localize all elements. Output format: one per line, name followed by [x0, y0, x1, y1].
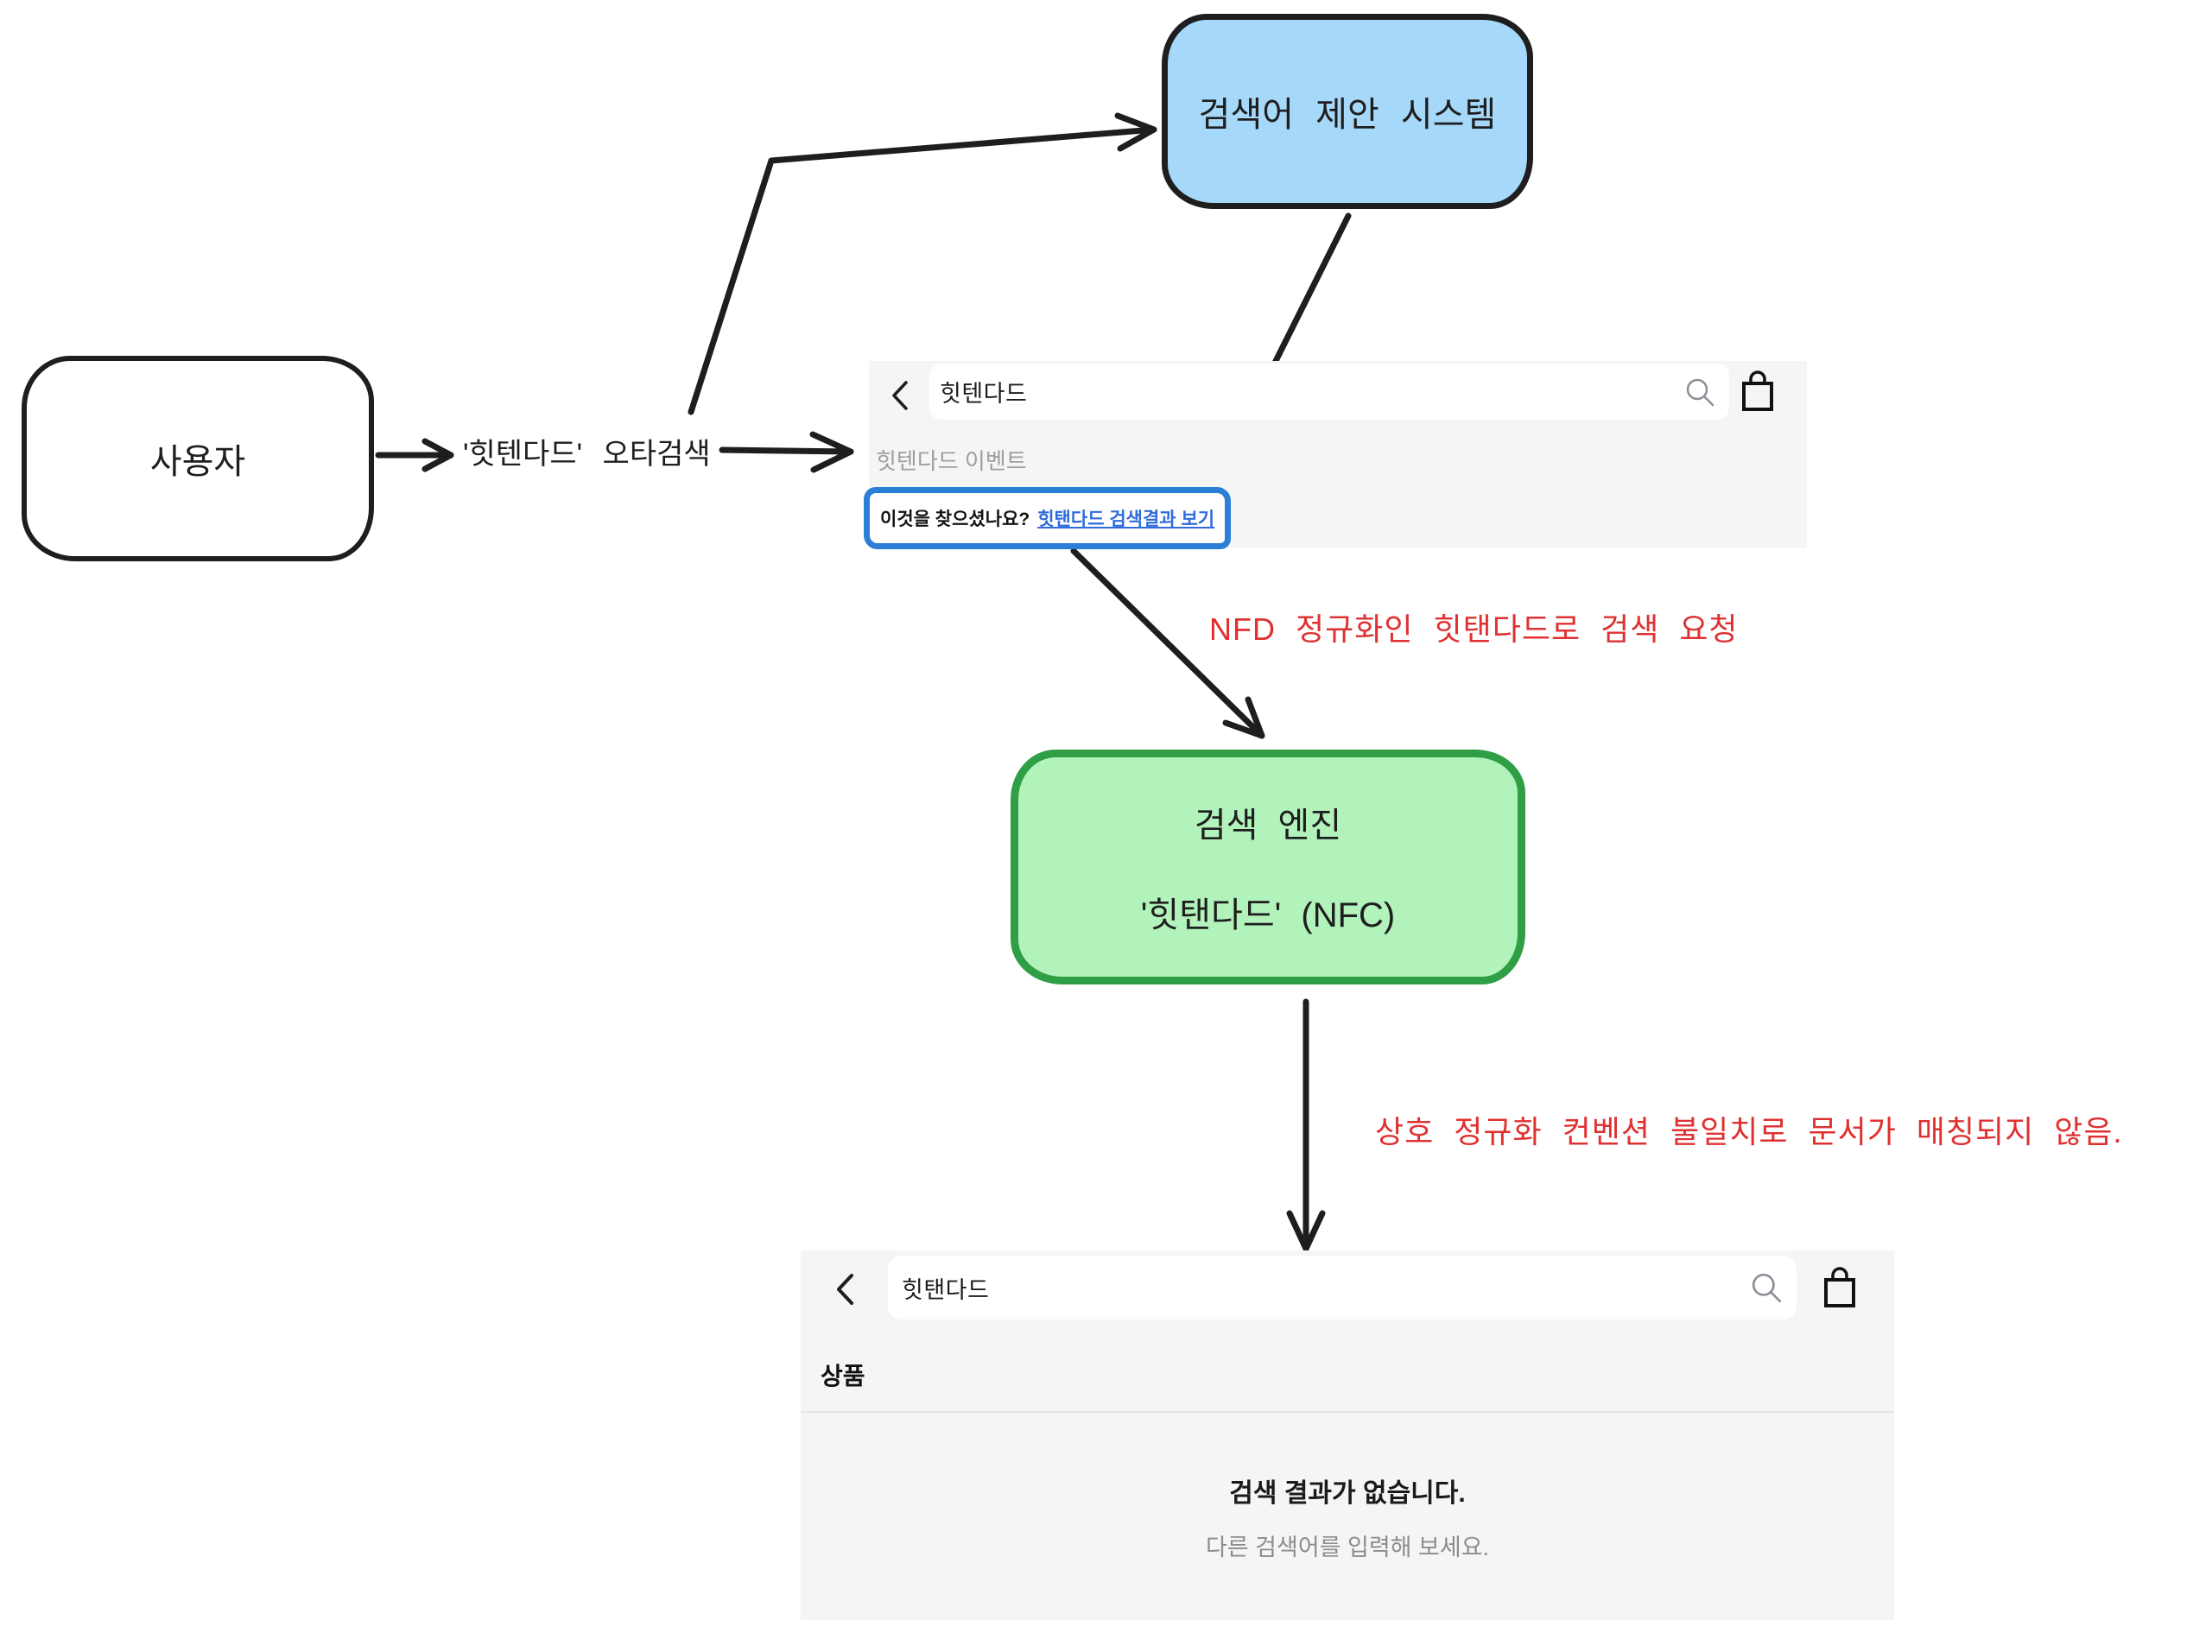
mismatch-note: 상호 정규화 컨벤션 불일치로 문서가 매칭되지 않음.	[1375, 1114, 2123, 1149]
did-you-mean-link[interactable]: 힛탠다드 검색결과 보기	[1037, 510, 1215, 529]
back-chevron-icon[interactable]	[831, 1271, 859, 1307]
search-input[interactable]: 힛텐다드	[929, 364, 1729, 420]
nfd-request-note: NFD 정규화인 힛탠다드로 검색 요청	[1209, 611, 1739, 647]
empty-results-subtitle: 다른 검색어를 입력해 보세요.	[1205, 1534, 1490, 1560]
search-engine-node: 검색 엔진 '힛탠다드' (NFC)	[1011, 750, 1525, 984]
suggestion-system-label: 검색어 제안 시스템	[1198, 96, 1497, 134]
suggestion-system-node: 검색어 제안 시스템	[1162, 14, 1533, 209]
arrow-user-to-typo-label	[375, 438, 454, 472]
magnifier-icon[interactable]	[1684, 377, 1715, 408]
search-engine-title: 검색 엔진	[1194, 807, 1342, 845]
search-input[interactable]: 힛탠다드	[888, 1256, 1797, 1320]
empty-results-title: 검색 결과가 없습니다.	[1229, 1478, 1466, 1508]
bottom-search-panel: 힛탠다드 상품 검색 결과가 없습니다. 다른 검색어를 입력해 보세요.	[801, 1250, 1894, 1620]
autocomplete-item[interactable]: 힛텐다드 이벤트	[876, 448, 1027, 474]
user-node: 사용자	[22, 356, 374, 561]
shopping-bag-icon[interactable]	[1822, 1265, 1858, 1310]
arrow-typo-label-to-top-search	[719, 431, 854, 473]
empty-results: 검색 결과가 없습니다. 다른 검색어를 입력해 보세요.	[801, 1413, 1894, 1620]
shopping-bag-icon[interactable]	[1740, 369, 1775, 414]
did-you-mean-prefix: 이것을 찾으셨나요?	[880, 510, 1030, 529]
tab-products[interactable]: 상품	[821, 1363, 865, 1389]
magnifier-icon[interactable]	[1750, 1271, 1783, 1304]
search-query-text: 힛텐다드	[940, 381, 1028, 407]
typo-search-label: '힛텐다드' 오타검색	[463, 438, 711, 471]
search-query-text: 힛탠다드	[902, 1276, 990, 1303]
arrow-engine-to-bottom-search	[1286, 998, 1326, 1252]
user-node-label: 사용자	[149, 443, 246, 481]
search-engine-query: '힛탠다드' (NFC)	[1140, 896, 1396, 934]
did-you-mean-highlight: 이것을 찾으셨나요? 힛탠다드 검색결과 보기	[864, 487, 1232, 549]
section-divider	[801, 1411, 1894, 1413]
back-chevron-icon[interactable]	[887, 378, 913, 413]
